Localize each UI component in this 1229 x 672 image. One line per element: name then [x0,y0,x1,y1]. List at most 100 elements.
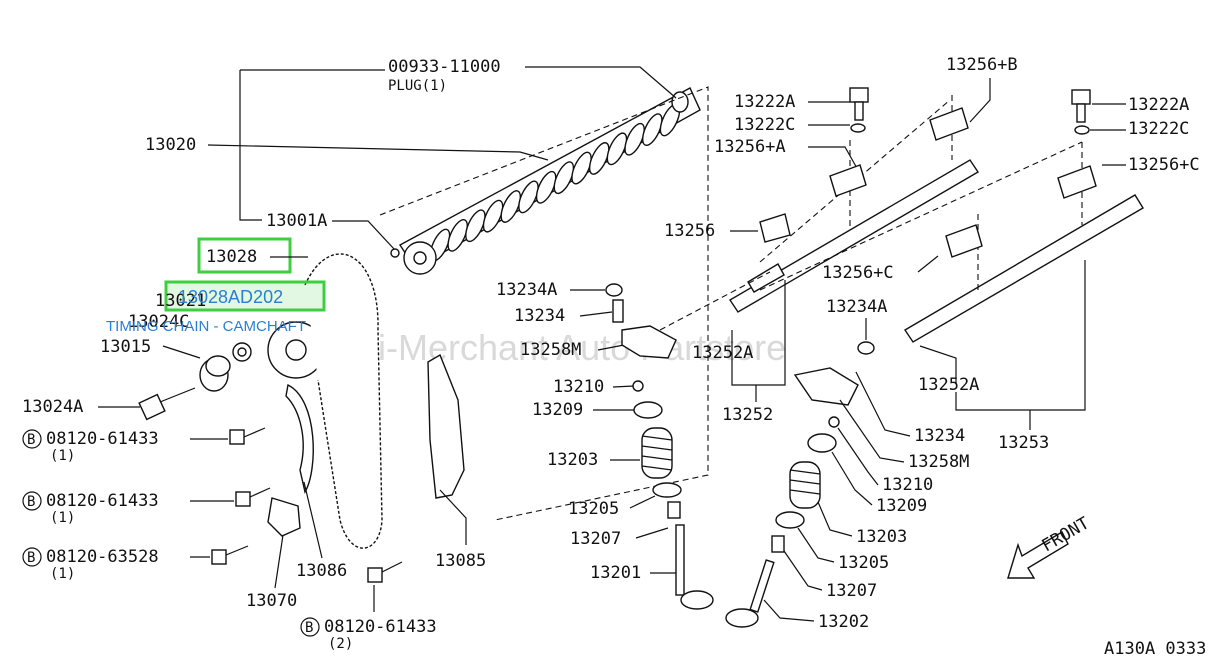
leader-13252a-right [919,345,957,384]
leader-13256b [969,78,991,123]
cam-lobe [624,122,645,156]
label-13070[interactable]: 13070 [246,591,297,611]
label-bolt-3-qty: (1) [50,566,75,582]
plug-leader-line [239,66,677,221]
label-13253[interactable]: 13253 [998,433,1049,453]
leader-13252a-left [731,280,786,386]
label-bolt-2[interactable]: 08120-61433 [46,491,159,511]
label-bolt-4[interactable]: 08120-61433 [324,617,437,637]
bolt-2-drawing [235,487,271,507]
label-13207-left[interactable]: 13207 [570,529,621,549]
screw-13234-left [612,299,624,323]
cam-lobe [571,151,592,185]
label-bolt-3[interactable]: 08120-63528 [46,547,159,567]
leader-13001a [332,220,396,251]
pin-13001a [390,248,400,258]
valve-13202-drawing [725,559,775,628]
label-13234-left[interactable]: 13234 [514,306,565,326]
label-13222a-right[interactable]: 13222A [1128,95,1189,115]
label-13203-right[interactable]: 13203 [856,527,907,547]
label-13015[interactable]: 13015 [100,337,151,357]
label-13234a-left[interactable]: 13234A [496,280,557,300]
watermark-text: Multi-Merchant Auto Partstore [310,327,786,368]
leader-13258m-right [839,399,905,463]
label-13201[interactable]: 13201 [590,563,641,583]
leader-13253 [955,260,1086,430]
highlight-part-number[interactable]: 13028AD202 [178,287,283,307]
label-13222a-left[interactable]: 13222A [734,92,795,112]
seat-13205-left [652,482,682,498]
washer-13015-drawing [199,355,231,392]
label-13207-right[interactable]: 13207 [826,581,877,601]
leader-13015 [162,345,201,359]
label-13222c-right[interactable]: 13222C [1128,119,1189,139]
label-13205-right[interactable]: 13205 [838,553,889,573]
camshaft-drawing [398,87,701,275]
bracket-13256c-mid [945,224,983,258]
front-label: FRONT [1039,513,1093,556]
spring-13203-right [789,461,821,509]
label-13256c-right[interactable]: 13256+C [1128,155,1200,175]
label-13202[interactable]: 13202 [818,612,869,632]
leader-13210-left [612,385,635,388]
label-13085[interactable]: 13085 [435,551,486,571]
label-13024a[interactable]: 13024A [22,397,83,417]
b-marker-4-text: B [305,620,313,636]
label-13001a[interactable]: 13001A [266,211,327,231]
timing-chain-drawing [304,253,383,549]
retainer-13209-left [633,401,663,419]
leader-13020 [207,144,549,161]
label-13258m-left[interactable]: 13258M [520,340,581,360]
leader-13209-right [831,451,873,506]
label-13028[interactable]: 13028 [206,247,257,267]
chain-guide-13086-drawing [285,383,314,494]
cam-lobe [465,209,486,243]
label-13086[interactable]: 13086 [296,561,347,581]
label-13209-left[interactable]: 13209 [532,400,583,420]
label-13210-right[interactable]: 13210 [882,475,933,495]
bolt-3-drawing [211,545,249,565]
leader-13256a [808,146,859,171]
label-13252a-left[interactable]: 13252A [692,343,753,363]
label-13256b[interactable]: 13256+B [946,55,1018,75]
label-13252a-right[interactable]: 13252A [918,375,979,395]
label-13210-left[interactable]: 13210 [553,377,604,397]
cam-lobe [642,113,663,147]
label-13024c[interactable]: 13024C [128,312,189,332]
tensioner-13070-drawing [267,497,301,537]
rocker-13258m-right [793,367,859,406]
leader-13210-right [837,427,879,486]
leader-13207-right [781,547,823,591]
label-13258m-right[interactable]: 13258M [908,452,969,472]
label-13209-right[interactable]: 13209 [876,496,927,516]
bracket-13256b [929,107,969,141]
label-13205-left[interactable]: 13205 [568,499,619,519]
plug-part-number[interactable]: 00933-11000 [388,57,501,77]
label-13203-left[interactable]: 13203 [547,450,598,470]
label-13234-right[interactable]: 13234 [914,426,965,446]
label-bolt-4-qty: (2) [328,636,353,652]
label-13234a-right[interactable]: 13234A [826,297,887,317]
part-13210-left [632,380,644,392]
cam-lobe [588,142,610,175]
b-marker-1-text: B [27,432,35,448]
label-13020[interactable]: 13020 [145,135,196,155]
label-13256a[interactable]: 13256+A [714,137,786,157]
label-bolt-1[interactable]: 08120-61433 [46,429,159,449]
label-13252[interactable]: 13252 [722,405,773,425]
label-13256c-mid[interactable]: 13256+C [822,263,894,283]
bracket-13256 [759,213,791,243]
bolt-1-drawing [229,427,266,445]
label-13256[interactable]: 13256 [664,221,715,241]
nut-13234a-left [605,283,623,297]
rocker-shaft-right-drawing [904,194,1144,343]
b-marker-2 [22,491,42,511]
label-13021[interactable]: 13021 [155,291,206,311]
label-bolt-2-qty: (1) [50,510,75,526]
label-13222c-left[interactable]: 13222C [734,115,795,135]
bolt-4-drawing [367,561,403,583]
cam-lobe [535,170,557,204]
chain-guide-13085-drawing [427,353,465,499]
